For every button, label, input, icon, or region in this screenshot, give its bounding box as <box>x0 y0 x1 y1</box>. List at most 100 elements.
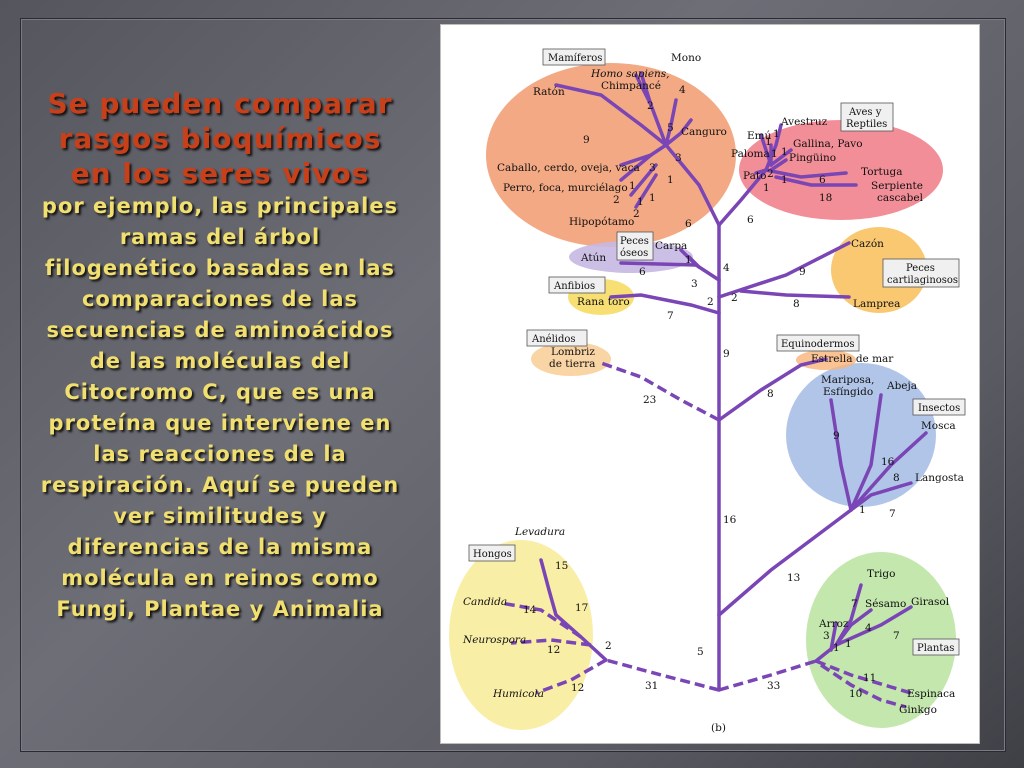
species-mosca: Mosca <box>921 420 956 432</box>
num-rana: 7 <box>667 310 674 322</box>
species-sesamo: Sésamo <box>865 598 906 610</box>
num-pl3: 3 <box>823 630 830 642</box>
num-33: 33 <box>767 680 780 692</box>
species-esfingido: Esfíngido <box>823 386 873 398</box>
num-12b: 12 <box>571 682 584 694</box>
num-ins7: 7 <box>889 508 896 520</box>
num-4: 4 <box>723 262 730 274</box>
group-plantas: Plantas <box>917 643 954 654</box>
blob-plantas <box>806 552 956 728</box>
phylogenetic-tree-svg: Mamíferos Aves y Reptiles Peces óseos An… <box>449 48 966 734</box>
num-ins8: 8 <box>893 472 900 484</box>
species-avestruz: Avestruz <box>780 116 828 128</box>
num-8: 8 <box>767 388 774 400</box>
slide-body: por ejemplo, las principales ramas del á… <box>40 194 400 621</box>
num-mono: 4 <box>679 84 686 96</box>
species-chimpance: Chimpancé <box>601 80 661 92</box>
num-homo: 2 <box>647 100 654 112</box>
num-pl7b: 7 <box>893 630 900 642</box>
species-tierra: de tierra <box>549 358 595 370</box>
num-p1c: 1 <box>637 196 644 208</box>
group-insectos: Insectos <box>918 403 960 414</box>
num-pl10: 10 <box>849 688 862 700</box>
group-hongos: Hongos <box>473 549 512 560</box>
phylogenetic-tree-figure: Mamíferos Aves y Reptiles Peces óseos An… <box>440 24 980 744</box>
figure-caption: (b) <box>711 722 726 734</box>
species-mariposa: Mariposa, <box>821 374 874 386</box>
num-lam8: 8 <box>793 298 800 310</box>
slide-heading: Se pueden comparar rasgos bioquímicos en… <box>47 87 393 190</box>
group-anfibios: Anfibios <box>553 281 595 292</box>
num-pt1: 1 <box>781 174 788 186</box>
species-estrella: Estrella de mar <box>811 353 894 365</box>
group-peces-oseos: Peces <box>620 236 649 247</box>
blob-aves <box>739 120 943 220</box>
num-pl1a: 1 <box>833 642 840 654</box>
num-pa1: 1 <box>771 148 778 160</box>
num-pi1: 1 <box>781 146 788 158</box>
group-anelidos: Anélidos <box>531 334 576 345</box>
blob-hongos <box>449 540 593 730</box>
species-hipopotamo: Hipopótamo <box>569 216 634 228</box>
num-1b: 1 <box>763 182 770 194</box>
branch-numbers: 4 2 5 3 1 9 3 1 2 1 1 2 6 1 1 1 1 2 1 6 … <box>523 84 900 700</box>
num-31: 31 <box>645 680 658 692</box>
species-espinaca: Espinaca <box>907 688 955 700</box>
species-mono: Mono <box>671 52 701 64</box>
species-raton: Ratón <box>533 86 565 98</box>
species-serpiente: Serpiente <box>871 180 923 192</box>
blob-anelidos <box>531 342 611 376</box>
num-cab1: 1 <box>629 180 636 192</box>
species-caballo: Caballo, cerdo, oveja, vaca <box>497 162 640 174</box>
num-9: 9 <box>723 348 730 360</box>
num-2a: 2 <box>707 296 714 308</box>
num-pl4: 4 <box>865 622 872 634</box>
num-mam6: 6 <box>685 218 692 230</box>
num-se18: 18 <box>819 192 832 204</box>
group-peces-cart-2: cartilaginosos <box>887 275 958 286</box>
num-15: 15 <box>555 560 568 572</box>
blob-insectos <box>786 363 936 507</box>
species-paloma: Paloma <box>731 148 770 160</box>
species-langosta: Langosta <box>915 472 964 484</box>
num-atun: 6 <box>639 266 646 278</box>
species-atun: Atún <box>580 252 606 264</box>
num-5: 5 <box>667 122 674 134</box>
num-p2d: 2 <box>633 208 640 220</box>
num-14: 14 <box>523 604 537 616</box>
num-pl1b: 1 <box>845 638 852 650</box>
num-caz9: 9 <box>799 266 806 278</box>
group-labels: Mamíferos Aves y Reptiles Peces óseos An… <box>468 48 966 656</box>
species-pinguino: Pingüino <box>789 152 836 164</box>
species-tortuga: Tortuga <box>861 166 903 178</box>
species-ginkgo: Ginkgo <box>899 704 937 716</box>
species-humicola: Humicola <box>492 688 544 700</box>
species-cazon: Cazón <box>851 238 884 250</box>
species-levadura: Levadura <box>514 526 565 538</box>
num-pl11: 11 <box>863 672 876 684</box>
num-po3: 3 <box>691 278 698 290</box>
num-13: 13 <box>787 572 800 584</box>
group-mamiferos: Mamíferos <box>548 53 602 64</box>
slide-text-block: Se pueden comparar rasgos bioquímicos en… <box>40 86 400 625</box>
num-pl7a: 7 <box>851 598 858 610</box>
num-to6: 6 <box>819 174 826 186</box>
species-pato: Pato <box>743 170 766 182</box>
num-raton: 9 <box>583 134 590 146</box>
species-girasol: Girasol <box>911 596 950 608</box>
num-ins9: 9 <box>833 430 840 442</box>
species-abeja: Abeja <box>886 380 917 392</box>
species-rana: Rana toro <box>577 296 630 308</box>
blob-peces-cartilaginosos <box>831 227 927 313</box>
species-candida: Candida <box>463 596 507 608</box>
species-cascabel: cascabel <box>877 192 924 204</box>
group-peces-cart: Peces <box>906 263 935 274</box>
species-lombriz: Lombriz <box>551 346 595 358</box>
num-p1b: 1 <box>649 192 656 204</box>
num-av1: 1 <box>773 128 780 140</box>
species-carpa: Carpa <box>655 240 687 252</box>
species-labels: Mono Homo sapiens, Chimpancé Ratón Cangu… <box>462 52 964 716</box>
num-16b: 16 <box>723 514 737 526</box>
num-pt2: 2 <box>767 168 774 180</box>
tree-branches <box>500 71 928 709</box>
